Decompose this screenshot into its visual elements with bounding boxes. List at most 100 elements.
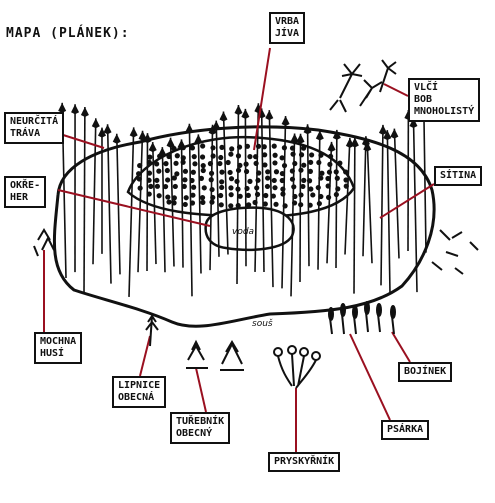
marsh-dot	[189, 145, 196, 151]
grass-blade	[222, 111, 229, 255]
marsh-dot	[272, 160, 278, 166]
marsh-dot	[174, 171, 180, 177]
grass-blade	[306, 124, 310, 267]
marsh-dot	[201, 185, 207, 191]
grass-tip	[71, 104, 80, 115]
leader-lipnice	[139, 335, 151, 377]
label-neurcita-trava: NEURČITÁ TRÁVA	[4, 112, 65, 144]
grass-blade	[188, 123, 193, 297]
marsh-dot	[325, 194, 332, 200]
grass-tip	[97, 127, 106, 138]
sitina-plant	[431, 229, 479, 275]
grass-blade	[326, 141, 333, 264]
pryskyrnik-plant	[273, 345, 321, 389]
grass-blade	[128, 127, 135, 297]
grass-blade	[151, 142, 157, 265]
grass-blade	[353, 137, 356, 294]
marsh-dot	[319, 170, 325, 176]
marsh-dot	[310, 192, 316, 198]
grass-tip	[148, 142, 157, 153]
marsh-dot	[191, 184, 197, 190]
grass-tip	[208, 124, 217, 135]
marsh-dot	[271, 177, 277, 184]
marsh-dot	[247, 154, 253, 160]
marsh-dot	[154, 177, 160, 183]
marsh-dot	[218, 154, 224, 161]
psarka-plant	[328, 301, 396, 335]
grass-blade	[137, 130, 144, 273]
marsh-dot	[262, 152, 268, 158]
marsh-dot	[262, 201, 268, 207]
marsh-dot	[156, 193, 162, 199]
marsh-dot	[136, 171, 142, 177]
grass-tip	[315, 130, 324, 141]
label-pryskyrnik: PRYSKYŘNÍK	[268, 452, 341, 472]
marsh-dot	[272, 185, 278, 191]
marsh-dot	[229, 146, 235, 152]
grass-blade	[83, 106, 86, 294]
grass-tip	[166, 137, 175, 148]
marsh-dot	[163, 161, 169, 167]
marsh-dot	[174, 153, 180, 159]
grass-tip	[327, 141, 336, 152]
marsh-dot	[172, 183, 178, 190]
marsh-dot	[191, 154, 197, 160]
grass-blade	[260, 108, 265, 272]
leader-vlci-bob	[383, 83, 409, 97]
marsh-dot	[200, 167, 206, 174]
marsh-dot	[199, 195, 206, 201]
marsh-dot	[247, 178, 253, 184]
label-lipnice: LIPNICE OBECNÁ	[112, 376, 167, 408]
marsh-dot	[228, 203, 234, 209]
grass-blade	[366, 141, 373, 264]
marsh-dot	[270, 193, 276, 199]
marsh-dot	[183, 195, 189, 201]
grass-tip	[185, 123, 194, 134]
marsh-dot	[182, 177, 188, 183]
grass-tip	[219, 111, 228, 122]
marsh-dot	[198, 175, 204, 181]
marsh-dot	[200, 199, 206, 205]
leader-okre-her	[57, 189, 211, 227]
marsh-dot	[272, 152, 278, 158]
marsh-dot	[154, 161, 160, 167]
marsh-dot	[219, 144, 225, 150]
marsh-dot	[309, 152, 315, 158]
page-title: MAPA (PLÁNEK):	[6, 26, 130, 41]
marsh-dot	[154, 183, 161, 189]
leader-psarka	[349, 333, 391, 421]
label-vrba: VRBA JÍVA	[269, 12, 306, 44]
marsh-dot	[182, 168, 189, 174]
marsh-dot	[308, 159, 314, 165]
marsh-dot	[246, 202, 252, 208]
marsh-dot	[243, 168, 250, 175]
marsh-dot	[200, 143, 206, 149]
marsh-dot	[279, 155, 285, 161]
marsh-dot	[228, 176, 235, 182]
grass-blade	[180, 139, 184, 268]
grass-blade	[197, 134, 202, 274]
marsh-dot	[265, 175, 271, 181]
marsh-dot	[218, 192, 224, 199]
marsh-dot	[219, 169, 225, 175]
trebik-plant	[186, 339, 244, 371]
marsh-dot	[165, 177, 171, 183]
marsh-dot	[171, 195, 177, 201]
marsh-dot	[265, 169, 271, 175]
vlci-bob-plant	[329, 59, 397, 113]
grass-blade	[317, 130, 321, 270]
grass-tip	[112, 133, 121, 144]
grass-tip	[91, 118, 100, 129]
label-psarka: PSÁRKA	[381, 420, 430, 440]
leader-lines	[43, 47, 435, 452]
marsh-dot	[343, 169, 349, 175]
grass-blade	[236, 105, 240, 285]
grass-tip	[296, 133, 305, 144]
leader-vrba	[253, 47, 271, 151]
label-sitina: SÍTINA	[434, 166, 483, 186]
grass-blade	[380, 124, 384, 286]
grass-blade	[393, 128, 400, 259]
grass-blade	[281, 116, 287, 289]
marsh-dot	[307, 168, 314, 174]
